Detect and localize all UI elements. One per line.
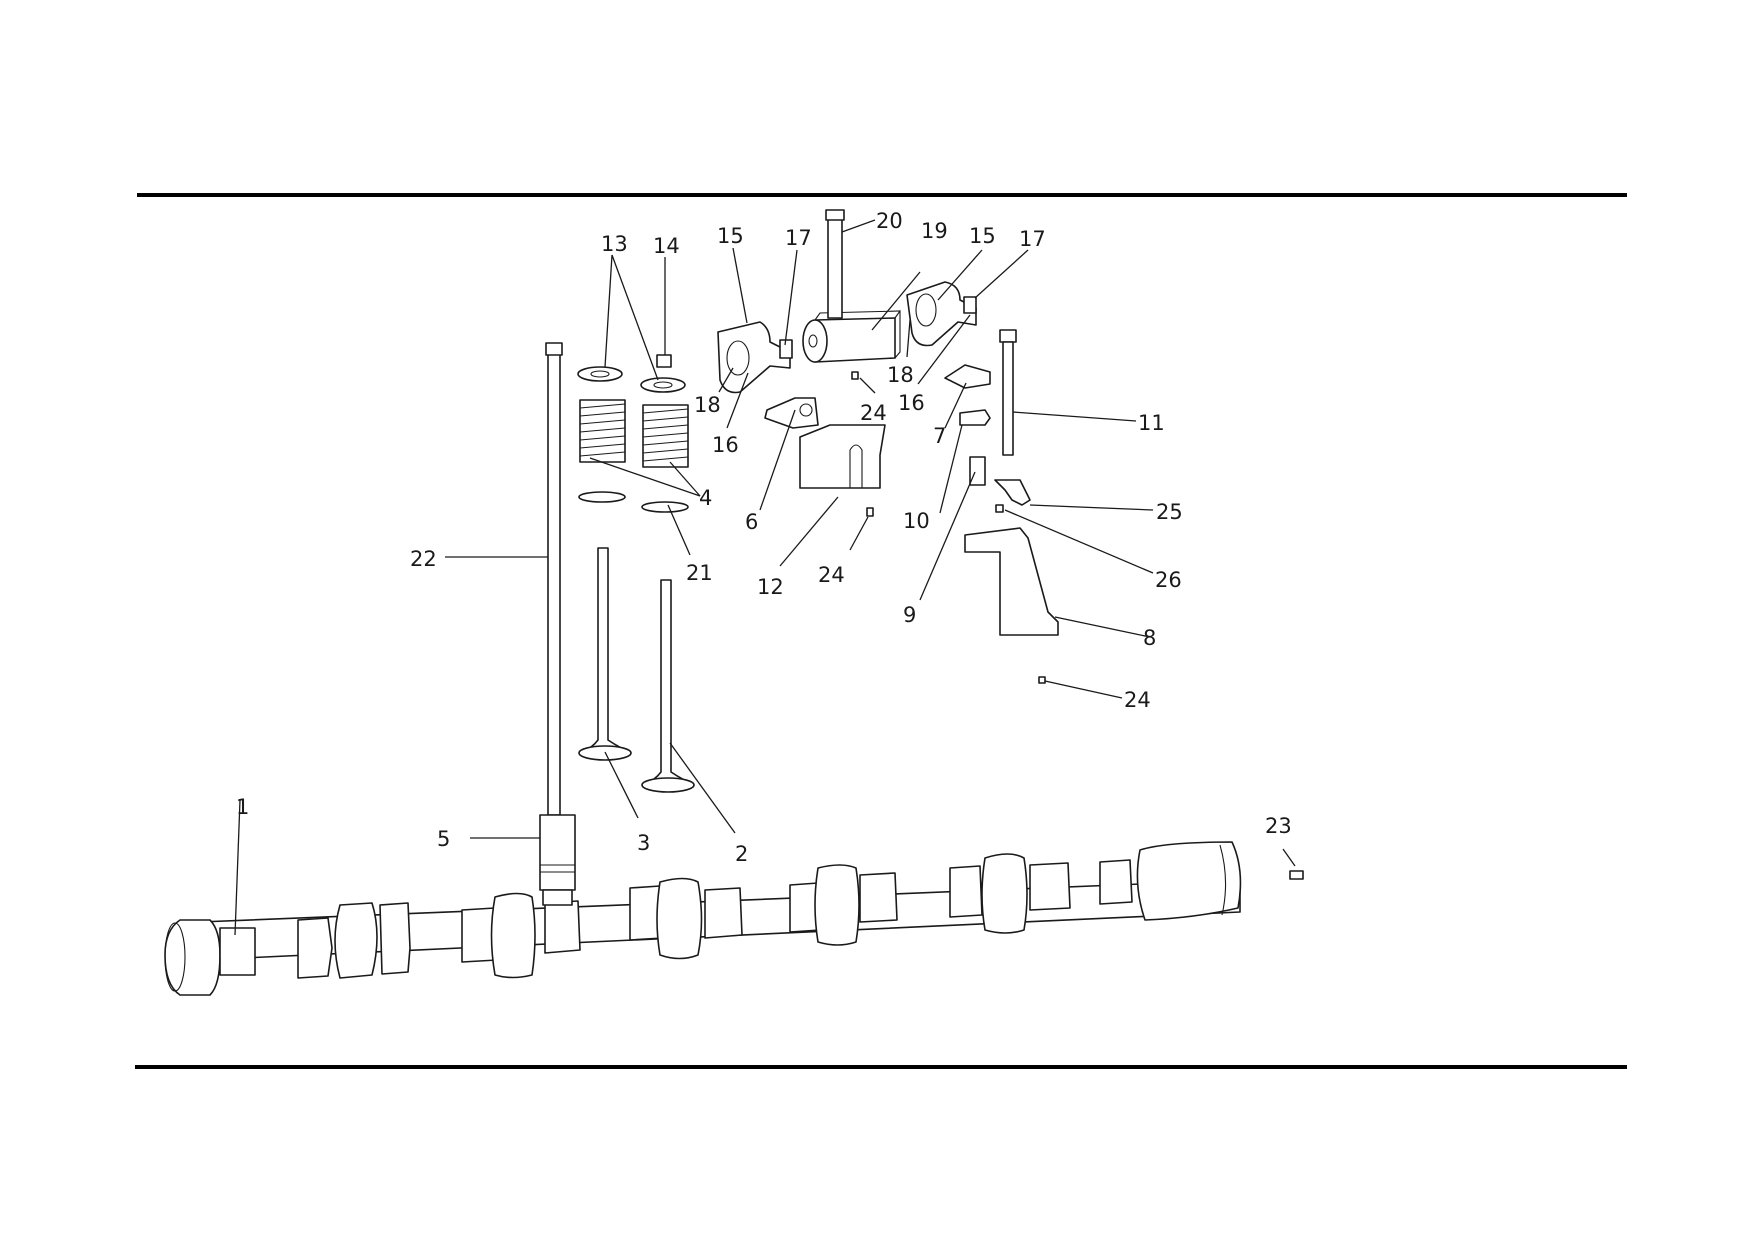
callout-20: 20 xyxy=(876,209,903,233)
valve-springs xyxy=(579,399,689,468)
spring-retainers xyxy=(577,366,686,393)
nut xyxy=(959,409,991,426)
support-bracket xyxy=(964,527,1059,636)
callout-17-left: 17 xyxy=(785,226,812,250)
valve-stem-cap xyxy=(656,354,672,368)
callout-18-left: 18 xyxy=(694,393,721,417)
callout-4: 4 xyxy=(699,486,712,510)
callout-24-a: 24 xyxy=(860,401,887,425)
plug-c xyxy=(1038,676,1046,684)
callout-19: 19 xyxy=(921,219,948,243)
camshaft xyxy=(164,841,1242,996)
callout-11: 11 xyxy=(1138,411,1165,435)
callout-labels: 1 2 3 4 5 6 7 8 9 10 11 12 13 14 15 15 1… xyxy=(236,209,1292,866)
callout-18-right: 18 xyxy=(887,363,914,387)
callout-23: 23 xyxy=(1265,814,1292,838)
callout-8: 8 xyxy=(1143,626,1156,650)
rocker-shaft xyxy=(802,310,902,363)
dowel xyxy=(995,504,1004,513)
exhaust-valve xyxy=(641,579,695,793)
callout-15-left: 15 xyxy=(717,224,744,248)
bolt xyxy=(999,329,1017,456)
callout-14: 14 xyxy=(653,234,680,258)
callout-5: 5 xyxy=(437,827,450,851)
plug-a xyxy=(851,371,859,380)
clamp xyxy=(944,364,991,389)
rocker-arm-left xyxy=(717,321,793,394)
intake-valve xyxy=(578,547,632,761)
pushrod xyxy=(545,342,563,816)
rocker-bracket xyxy=(799,424,886,489)
oil-pipe xyxy=(825,209,845,319)
callout-12: 12 xyxy=(757,575,784,599)
pin xyxy=(1289,870,1304,880)
spring-seat-washers xyxy=(578,491,689,513)
rocker-support xyxy=(764,397,819,429)
plug-b xyxy=(866,507,874,517)
callout-10: 10 xyxy=(903,509,930,533)
callout-15-right: 15 xyxy=(969,224,996,248)
callout-1: 1 xyxy=(236,795,249,819)
leader-lines xyxy=(234,219,1296,936)
callout-6: 6 xyxy=(745,510,758,534)
callout-3: 3 xyxy=(637,831,650,855)
callout-21: 21 xyxy=(686,561,713,585)
callout-26: 26 xyxy=(1155,568,1182,592)
tappet xyxy=(539,814,576,906)
callout-13: 13 xyxy=(601,232,628,256)
callout-17-right: 17 xyxy=(1019,227,1046,251)
callout-2: 2 xyxy=(735,842,748,866)
rocker-arm-right xyxy=(906,281,977,347)
callout-16-left: 16 xyxy=(712,433,739,457)
callout-9: 9 xyxy=(903,603,916,627)
callout-24-b: 24 xyxy=(818,563,845,587)
sleeve xyxy=(969,456,986,486)
callout-16-right: 16 xyxy=(898,391,925,415)
callout-25: 25 xyxy=(1156,500,1183,524)
bracket-clip xyxy=(994,479,1031,506)
callout-7: 7 xyxy=(933,424,946,448)
callout-22: 22 xyxy=(410,547,437,571)
callout-24-c: 24 xyxy=(1124,688,1151,712)
